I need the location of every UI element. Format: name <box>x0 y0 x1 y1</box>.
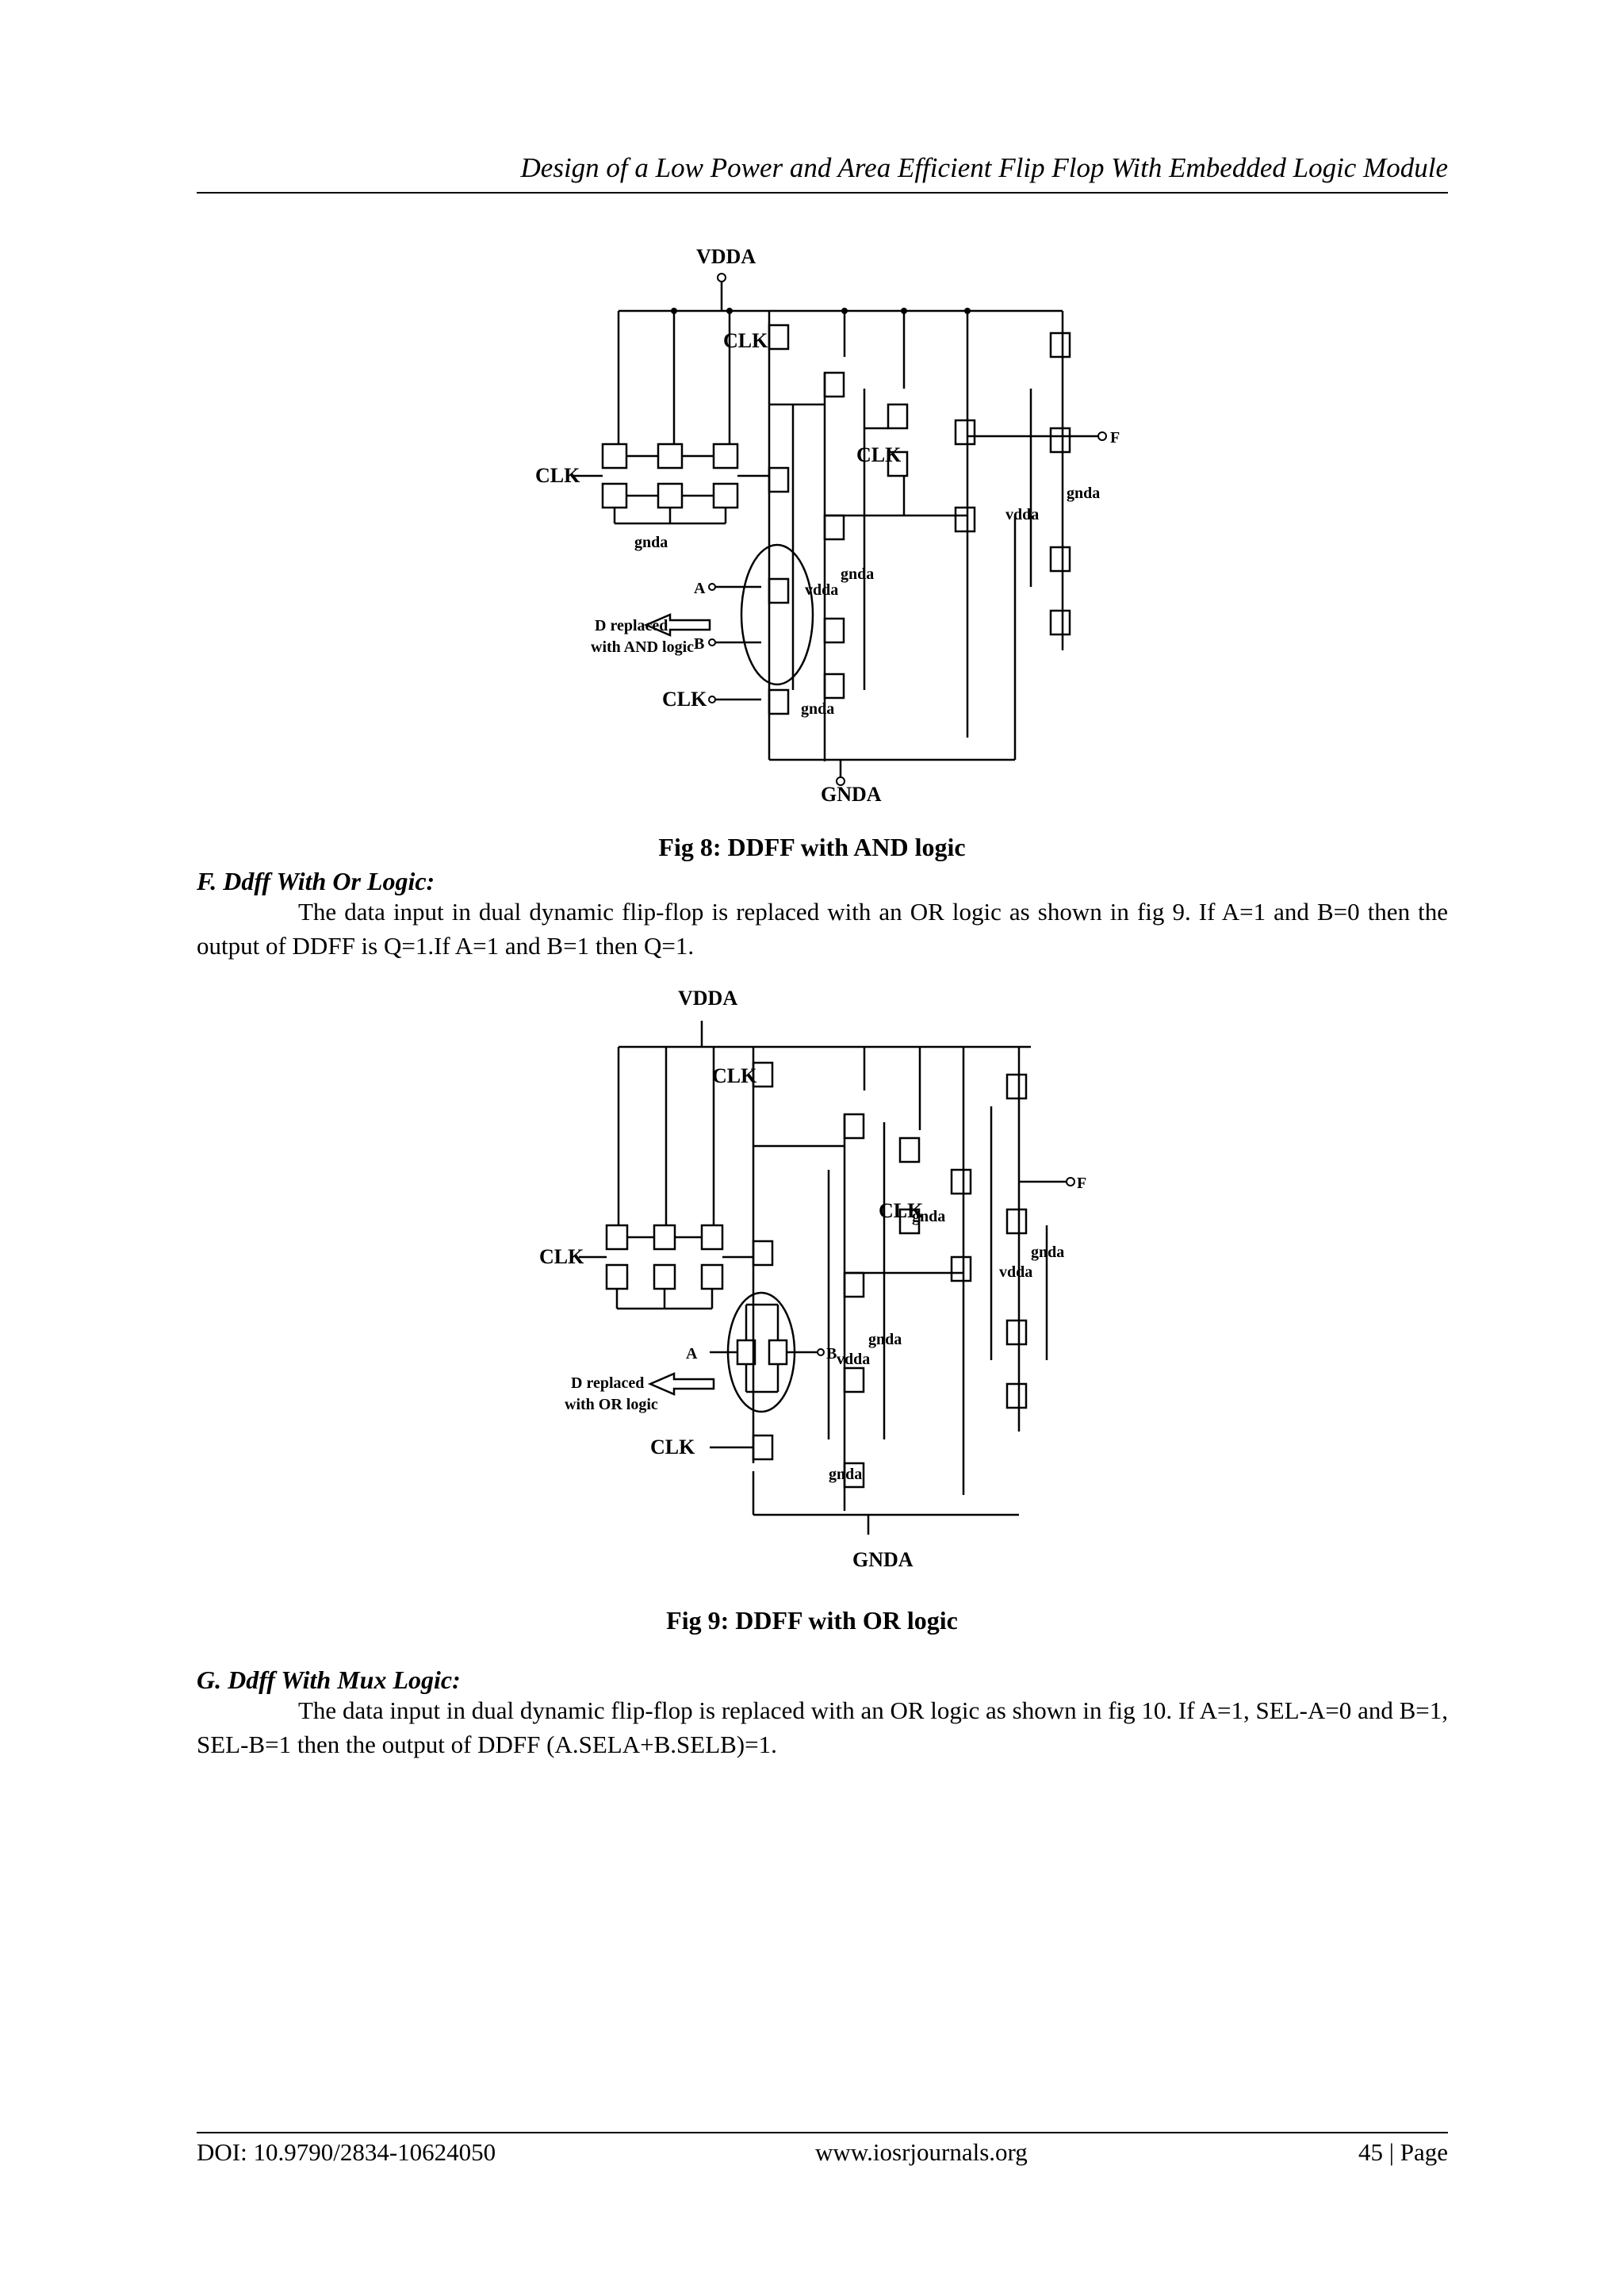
fig9-annotation-line1: D replaced <box>571 1374 644 1392</box>
fig9-clk-mid-label: CLK <box>879 1199 924 1222</box>
fig8-output-f-label: F <box>1110 429 1120 447</box>
fig8-annotation-line1: D replaced <box>595 617 668 634</box>
fig9-vdda-2-label: vdda <box>999 1263 1032 1281</box>
fig8-gnda-label: GNDA <box>821 783 882 806</box>
fig9-annotation-line2: with OR logic <box>565 1396 658 1413</box>
fig9-schematic: VDDA GNDA CLK CLK A B C <box>539 987 1086 1571</box>
section-f-title: F. Ddff With Or Logic: <box>197 867 435 895</box>
fig9-clk-left-label: CLK <box>539 1245 584 1268</box>
footer-rule <box>197 2132 1448 2133</box>
fig9-vdda-1-label: vdda <box>837 1351 870 1368</box>
running-header: Design of a Low Power and Area Efficient… <box>520 152 1448 183</box>
fig8-vdda-label: VDDA <box>696 246 756 268</box>
footer-website: www.iosrjournals.org <box>815 2138 1028 2166</box>
fig9-clk-top-label: CLK <box>712 1064 757 1087</box>
fig8-clk-bottom-label: CLK <box>662 688 707 711</box>
figure-9: VDDA GNDA CLK CLK A B C <box>523 987 1134 1574</box>
header-rule <box>197 192 1448 194</box>
fig9-output-f-label: F <box>1077 1175 1086 1192</box>
fig8-gnda-4-label: gnda <box>1067 485 1100 502</box>
fig9-gnda-4-label: gnda <box>1031 1244 1064 1261</box>
footer-doi: DOI: 10.9790/2834-10624050 <box>197 2138 496 2166</box>
fig9-gnda-label: GNDA <box>852 1548 914 1571</box>
fig9-gnda-2-label: gnda <box>868 1331 902 1348</box>
section-g-title: G. Ddff With Mux Logic: <box>197 1665 461 1694</box>
footer-page-number: 45 | Page <box>1358 2138 1448 2166</box>
fig8-vdda-1-label: vdda <box>805 581 838 599</box>
fig9-caption: Fig 9: DDFF with OR logic <box>666 1606 958 1635</box>
fig8-clk-mid-label: CLK <box>856 443 902 466</box>
fig8-caption: Fig 8: DDFF with AND logic <box>658 833 966 861</box>
fig9-gnda-1-label: gnda <box>912 1208 945 1225</box>
fig8-annotation-line2: with AND logic <box>591 638 694 656</box>
fig8-clk-top-label: CLK <box>723 329 768 352</box>
section-f-paragraph: The data input in dual dynamic flip-flop… <box>197 898 1448 960</box>
fig9-input-a-label: A <box>686 1345 698 1363</box>
fig8-vdda-2-label: vdda <box>1005 506 1039 523</box>
fig9-vdda-label: VDDA <box>678 987 737 1010</box>
fig8-gnda-2-label: gnda <box>841 565 874 583</box>
fig8-input-b-label: B <box>694 635 704 653</box>
fig8-gnda-3-label: gnda <box>801 700 834 718</box>
fig8-schematic: VDDA GNDA CLK gnda CLK A B <box>535 246 1120 806</box>
section-g-paragraph: The data input in dual dynamic flip-flop… <box>197 1696 1448 1758</box>
figure-8: VDDA GNDA CLK gnda CLK A B <box>508 246 1158 809</box>
fig8-clk-left-label: CLK <box>535 464 580 487</box>
fig9-clk-bottom-label: CLK <box>650 1435 695 1458</box>
fig9-gnda-3-label: gnda <box>829 1466 862 1483</box>
fig8-input-a-label: A <box>694 580 706 597</box>
fig8-gnda-1-label: gnda <box>634 534 668 551</box>
